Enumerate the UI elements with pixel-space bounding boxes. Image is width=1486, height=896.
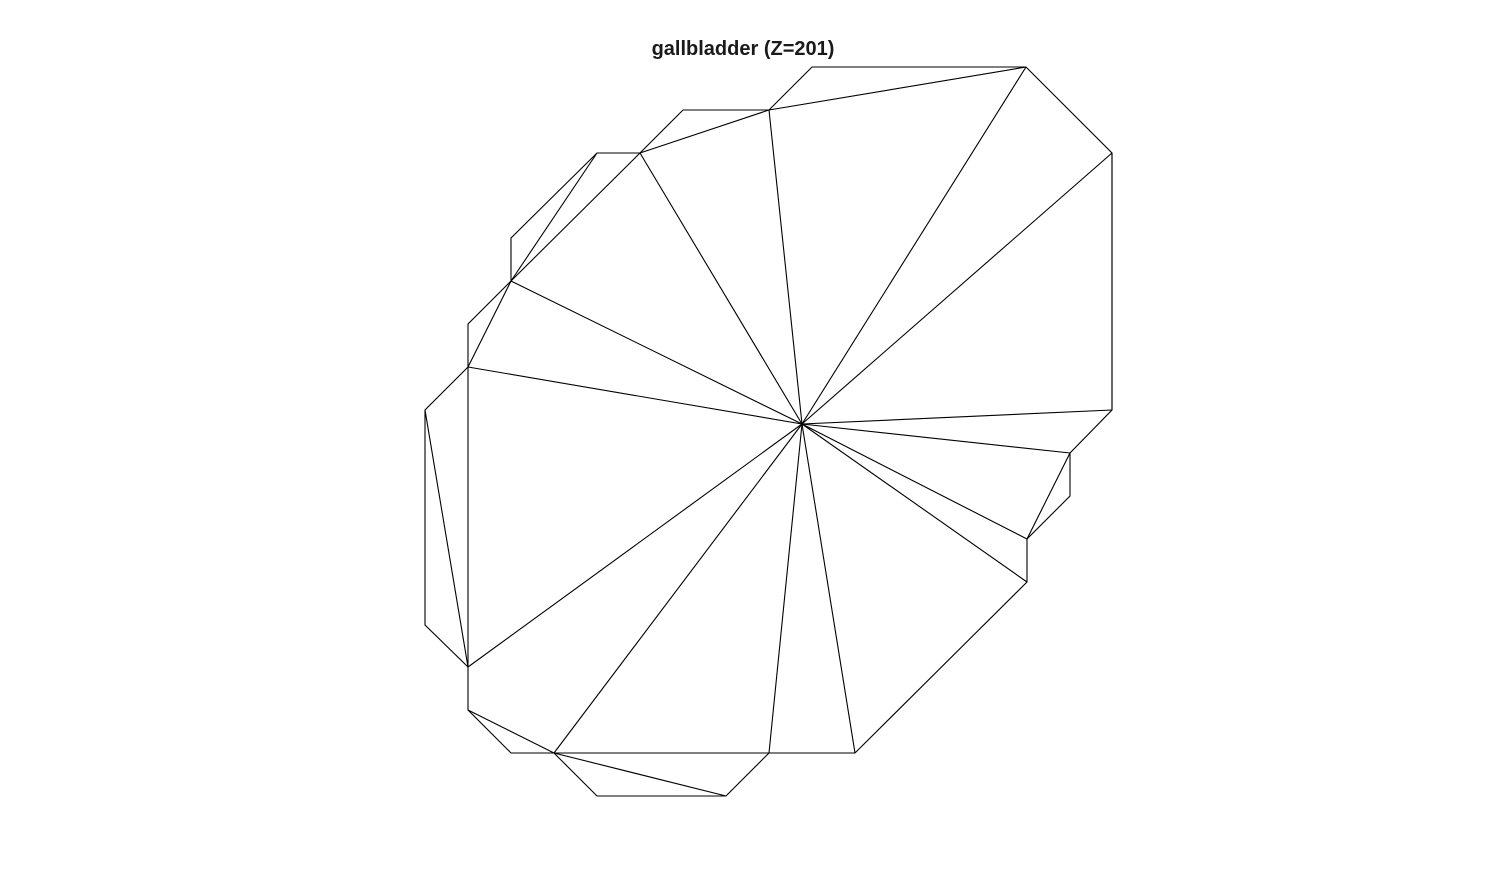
mesh-edge	[801, 423, 1028, 583]
mesh-edge	[510, 152, 598, 282]
mesh-edge	[801, 152, 1113, 425]
mesh-edge	[768, 66, 1027, 111]
mesh-edge	[467, 423, 803, 668]
mesh-edge	[639, 152, 803, 425]
mesh-outline	[424, 66, 1113, 797]
mesh-edge	[639, 109, 770, 154]
mesh-edge	[467, 709, 555, 754]
mesh-edge	[801, 409, 1113, 425]
mesh-edge	[553, 423, 803, 754]
mesh-edge	[424, 409, 469, 668]
mesh-edge	[467, 366, 803, 425]
mesh-edge	[553, 752, 727, 797]
mesh-edge	[510, 152, 641, 282]
mesh-edge	[801, 423, 1071, 454]
mesh-edge	[1026, 452, 1071, 540]
mesh-edge	[768, 109, 803, 425]
figure-title: gallbladder (Z=201)	[651, 38, 835, 60]
mesh-edge	[467, 280, 512, 368]
mesh-edge	[801, 66, 1027, 425]
mesh-edge	[801, 423, 856, 754]
mesh-edge	[801, 423, 1028, 540]
mesh-edge	[510, 280, 803, 425]
mesh-edge	[768, 423, 803, 754]
